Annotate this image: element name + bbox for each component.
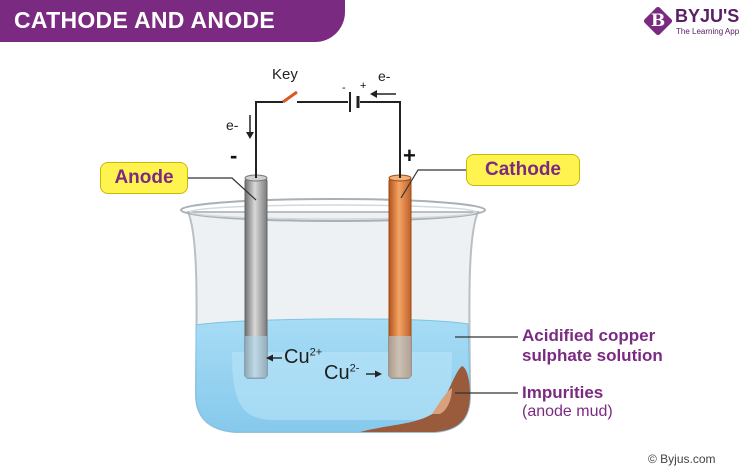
brand-logo-group: B BYJU'S The Learning App bbox=[642, 5, 745, 40]
anode-label: Anode bbox=[100, 162, 188, 194]
beaker-rim-inner bbox=[189, 204, 477, 220]
anode-terminal-sign: - bbox=[230, 143, 238, 168]
electron-label-left: e- bbox=[226, 117, 239, 133]
solution-label-line2: sulphate solution bbox=[522, 346, 663, 365]
circuit-wire-right bbox=[360, 101, 401, 178]
impurities-label-line1: Impurities bbox=[522, 383, 604, 402]
ion-label-left: Cu2+ bbox=[284, 346, 323, 368]
title-banner: CATHODE AND ANODE bbox=[0, 0, 345, 42]
cathode-leader-line bbox=[400, 169, 466, 199]
battery-plus-label: + bbox=[360, 80, 367, 92]
ion-arrow-right-head bbox=[375, 370, 382, 378]
electron-arrow-left-head bbox=[370, 90, 377, 98]
key-label: Key bbox=[272, 66, 298, 83]
beaker-rim bbox=[180, 198, 486, 222]
ion-arrow-left-head bbox=[266, 354, 273, 362]
cathode-label: Cathode bbox=[466, 154, 580, 186]
electron-label-right: e- bbox=[378, 68, 391, 84]
brand-tagline: The Learning App bbox=[676, 27, 740, 36]
page-title: CATHODE AND ANODE bbox=[14, 7, 276, 33]
anode-mud-highlight bbox=[432, 388, 452, 414]
brand-name: BYJU'S bbox=[675, 6, 740, 26]
circuit-wire bbox=[255, 101, 283, 178]
anode-mud bbox=[360, 366, 470, 432]
anode-rod-submerged bbox=[245, 336, 267, 378]
electron-arrow-down-head bbox=[246, 132, 254, 139]
impurities-label-line2: (anode mud) bbox=[522, 403, 613, 420]
solution-label-line1: Acidified copper bbox=[522, 326, 656, 345]
cathode-rod-submerged bbox=[389, 336, 411, 378]
anode-leader-line bbox=[186, 177, 257, 201]
cathode-terminal-sign: + bbox=[403, 143, 416, 168]
copyright-text: © Byjus.com bbox=[648, 452, 716, 466]
key-switch bbox=[282, 90, 298, 104]
battery-minus-label: - bbox=[342, 82, 346, 94]
ion-label-right: Cu2- bbox=[324, 362, 360, 384]
brand-logo-letter: B bbox=[650, 11, 666, 31]
